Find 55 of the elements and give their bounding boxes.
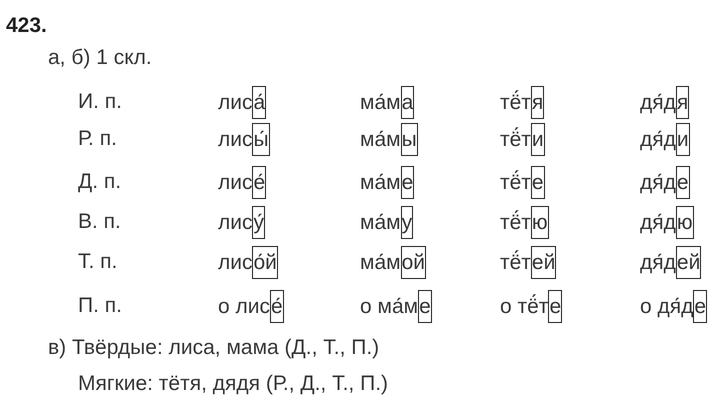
word-ending: е́ [252,166,266,199]
word-stem: тё́т [500,128,531,151]
word-ending: е [693,290,708,323]
word-ending: ю [530,206,549,239]
word-stem: тё́т [500,211,531,234]
word-stem: лис [218,91,252,114]
case-label: И. п. [78,90,122,114]
word-ending: е [676,166,690,199]
word-stem: ма́м [360,128,401,151]
word-ending: ы́ [252,123,270,156]
answer-text: Мягкие: тётя, дядя (Р., Д., Т., П.) [78,372,388,396]
word-ending: е [530,166,545,199]
word-stem: лис [218,128,252,151]
word-stem: о дя́д [640,295,694,318]
word-ending: ой [400,246,426,279]
case-label: Т. п. [78,250,118,274]
word-stem: о лис [218,295,270,318]
word-stem: лис [218,171,252,194]
word-ending: о́й [252,246,278,279]
word-ending: ю [676,206,694,239]
word-stem: ма́м [360,251,401,274]
word-ending: и [530,123,545,156]
word-stem: дя́д [640,211,676,234]
word-stem: тё́т [500,91,531,114]
word-ending: и [676,123,690,156]
word-ending: е [418,290,432,323]
word-stem: ма́м [360,91,401,114]
case-label: П. п. [78,294,122,318]
word-stem: ма́м [360,171,401,194]
word-ending: ей [676,246,702,279]
case-label: В. п. [78,210,121,234]
case-label: Р. п. [78,127,117,151]
word-stem: тё́т [500,171,531,194]
word-stem: о тё́т [500,295,548,318]
word-stem: тё́т [500,251,531,274]
word-stem: лис [218,211,252,234]
word-ending: е [548,290,562,323]
word-stem: дя́д [640,251,676,274]
word-ending: ей [530,246,556,279]
word-ending: я [676,86,690,119]
word-stem: дя́д [640,171,676,194]
word-ending: е [400,166,414,199]
answer-text: а, б) 1 скл. [48,46,152,70]
word-ending: я [530,86,544,119]
word-stem: дя́д [640,91,676,114]
word-ending: ы [400,123,418,156]
answer-text: в) Твёрдые: лиса, мама (Д., Т., П.) [48,336,380,360]
case-label: Д. п. [78,170,122,194]
word-stem: дя́д [640,128,676,151]
exercise-number: 423. [6,14,47,38]
word-ending: у́ [252,206,265,239]
word-stem: лис [218,251,252,274]
word-stem: ма́м [360,211,401,234]
word-stem: о ма́м [360,295,418,318]
word-ending: е́ [270,290,284,323]
